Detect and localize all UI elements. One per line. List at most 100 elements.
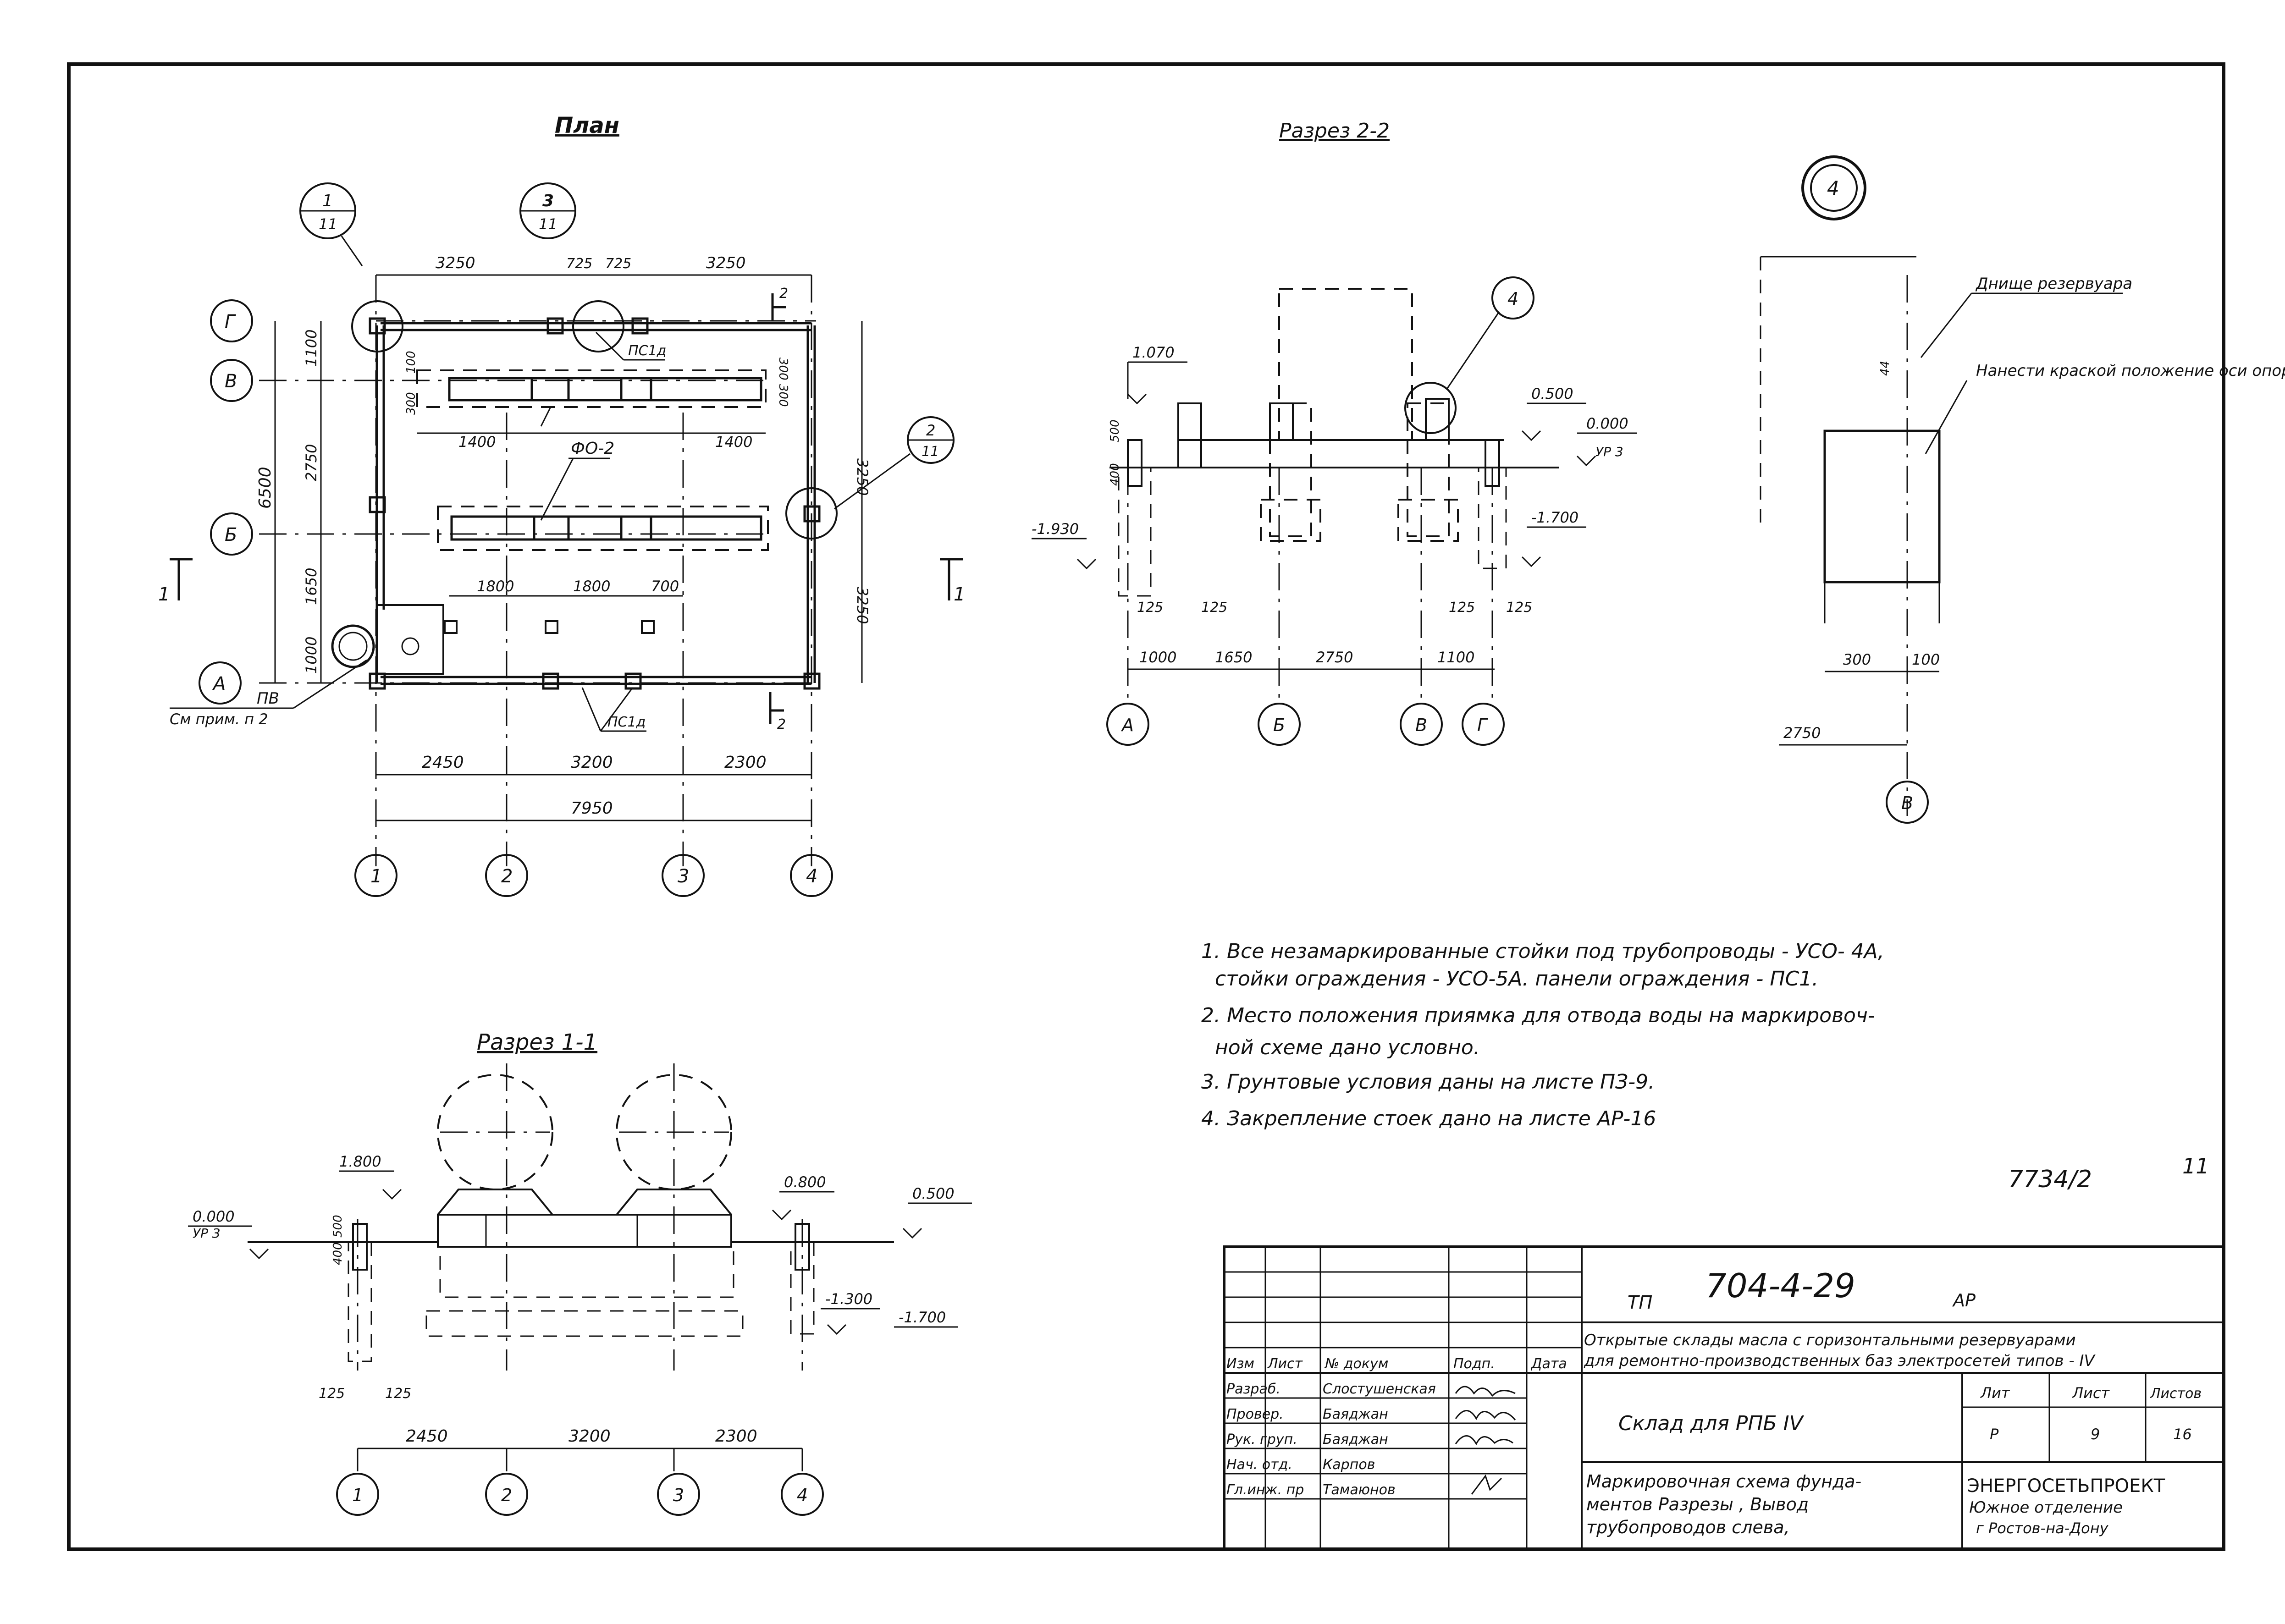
node4-callout: 4 (1827, 177, 1839, 199)
s11-axis-1: 1 (352, 1485, 363, 1505)
dim-top-2: 725 (566, 256, 592, 272)
dim-inner-1a: 1400 (458, 433, 496, 451)
s11-dim-b3: 2300 (715, 1427, 757, 1446)
sheet-page: 11 (2182, 1154, 2209, 1178)
note-4: 4. Закрепление стоек дано на листе АР-16 (1201, 1107, 1656, 1130)
dim-inner-2a: 1800 (477, 578, 514, 595)
tb-building: Склад для РПБ IV (1618, 1412, 1805, 1435)
tb-org-1: ЭНЕРГОСЕТЬПРОЕКТ (1967, 1475, 2165, 1497)
s22-off-3: 125 (1449, 600, 1475, 616)
dim-left-4: 1000 (303, 637, 320, 674)
dim-left-2: 2750 (303, 444, 320, 481)
s22-axis-v: В (1415, 715, 1427, 735)
node4-dim-1: 300 (1843, 651, 1871, 668)
tb-name-5: Тамаюнов (1323, 1482, 1396, 1498)
dim-right-small: 300 300 (776, 358, 790, 407)
s11-level-4: 0.000 (193, 1208, 235, 1225)
node4-label-bottom: Днище резервуара (1975, 275, 2132, 293)
s22-axis-g: Г (1477, 715, 1488, 735)
tb-role-5: Гл.инж. пр (1226, 1482, 1304, 1498)
axis-row-v: В (225, 371, 237, 392)
dim-right-2: 3250 (854, 587, 871, 624)
dim-inner-2b: 1800 (573, 578, 610, 595)
tb-doc-suffix: АР (1952, 1290, 1976, 1310)
plan-view: План (158, 113, 965, 897)
tb-role-3: Рук. груп. (1226, 1431, 1297, 1448)
s11-off-1: 125 (319, 1386, 345, 1402)
dim-left-3: 1650 (303, 568, 320, 605)
tb-sheet-title-2: ментов Разрезы , Вывод (1586, 1494, 1809, 1514)
s22-level-5: -1.930 (1032, 520, 1079, 538)
s11-axis-2: 2 (501, 1485, 512, 1505)
s11-level-6: -1.300 (825, 1290, 872, 1308)
axis-col-1: 1 (370, 866, 382, 887)
tb-doc-code: 704-4-29 (1705, 1266, 1855, 1305)
section11-title: Разрез 1-1 (477, 1029, 597, 1055)
foundation-label: ФО-2 (571, 439, 614, 458)
node4-dim-2: 100 (1912, 651, 1940, 668)
signature-1 (1455, 1386, 1516, 1397)
section22-title: Разрез 2-2 (1279, 119, 1390, 143)
tb-tp-label: ТП (1628, 1292, 1653, 1313)
notes: 1. Все незамаркированные стойки под труб… (1201, 940, 2209, 1193)
tb-org-3: г Ростов-на-Дону (1976, 1519, 2109, 1537)
s11-level-1: 1.800 (339, 1153, 381, 1170)
panel-label-top: ПС1д (628, 343, 666, 359)
s22-axis-b: Б (1273, 715, 1285, 735)
tb-org-2: Южное отделение (1969, 1498, 2123, 1517)
s11-level-7: -1.700 (899, 1309, 946, 1326)
signature-3 (1455, 1435, 1513, 1446)
s22-dim-l2: 500 (1108, 419, 1122, 442)
s22-axis-a: А (1120, 715, 1134, 735)
tb-name-3: Баяджан (1323, 1431, 1388, 1448)
s22-dim-b3: 2750 (1316, 649, 1353, 666)
s22-level-3: 0.000 (1586, 415, 1628, 432)
dim-bottom-1: 2450 (422, 753, 464, 772)
s11-axis-3: 3 (673, 1485, 684, 1505)
s11-dim-l2: 500 (331, 1215, 345, 1238)
tb-stage-head-1: Лит (1980, 1384, 2010, 1402)
s22-level-2: 0.500 (1531, 385, 1573, 402)
section-mark-left: 1 (158, 584, 170, 605)
tb-sheet-title-3: трубопроводов слева, (1586, 1517, 1790, 1537)
s11-axis-4: 4 (797, 1485, 808, 1505)
dim-top-4: 3250 (706, 254, 746, 272)
panel-label-bottom: ПС1д (607, 714, 646, 730)
tb-stage-val-1: Р (1990, 1426, 1999, 1443)
dim-small-1: 100 (404, 351, 418, 374)
axis-row-b: Б (225, 524, 237, 545)
tb-project-2: для ремонтно-производственных баз электр… (1584, 1352, 2096, 1370)
dim-bottom-2: 3200 (571, 753, 613, 772)
callout-tm-sheet: 11 (539, 215, 557, 233)
node4-dim-44: 44 (1878, 361, 1892, 376)
dim-top-1: 3250 (436, 254, 475, 272)
s22-level-1: 1.070 (1132, 344, 1175, 361)
tb-head-doc: № докум (1324, 1356, 1388, 1372)
s22-dim-b4: 1100 (1437, 649, 1474, 666)
tb-name-1: Слостушенская (1323, 1381, 1436, 1397)
callout-tl-sheet: 11 (319, 215, 337, 233)
tb-name-2: Баяджан (1323, 1406, 1388, 1422)
callout-tm-num: 3 (542, 192, 554, 210)
plan-note-ref: См прим. п 2 (170, 710, 268, 728)
s22-dim-b2: 1650 (1215, 649, 1252, 666)
signature-4 (1471, 1474, 1502, 1495)
dim-right-1: 3250 (854, 458, 871, 495)
s22-level-4: УР 3 (1595, 444, 1623, 459)
callout-tl-num: 1 (322, 192, 333, 210)
dim-left-1: 1100 (303, 330, 320, 367)
tb-stage-head-3: Листов (2150, 1386, 2202, 1402)
section-mark-top: 2 (779, 286, 788, 302)
note-1b: стойки ограждения - УСО-5А. панели ограж… (1215, 967, 1818, 991)
sheet-frame (67, 62, 2225, 1551)
tb-role-4: Нач. отд. (1226, 1457, 1292, 1473)
dim-left-outer: 6500 (256, 467, 275, 509)
s11-dim-b2: 3200 (568, 1427, 611, 1446)
s22-off-4: 125 (1506, 600, 1532, 616)
dim-small-2: 300 (404, 392, 418, 415)
pv-label: ПВ (257, 689, 279, 708)
axis-col-2: 2 (501, 866, 513, 887)
section-mark-right: 1 (954, 584, 965, 605)
